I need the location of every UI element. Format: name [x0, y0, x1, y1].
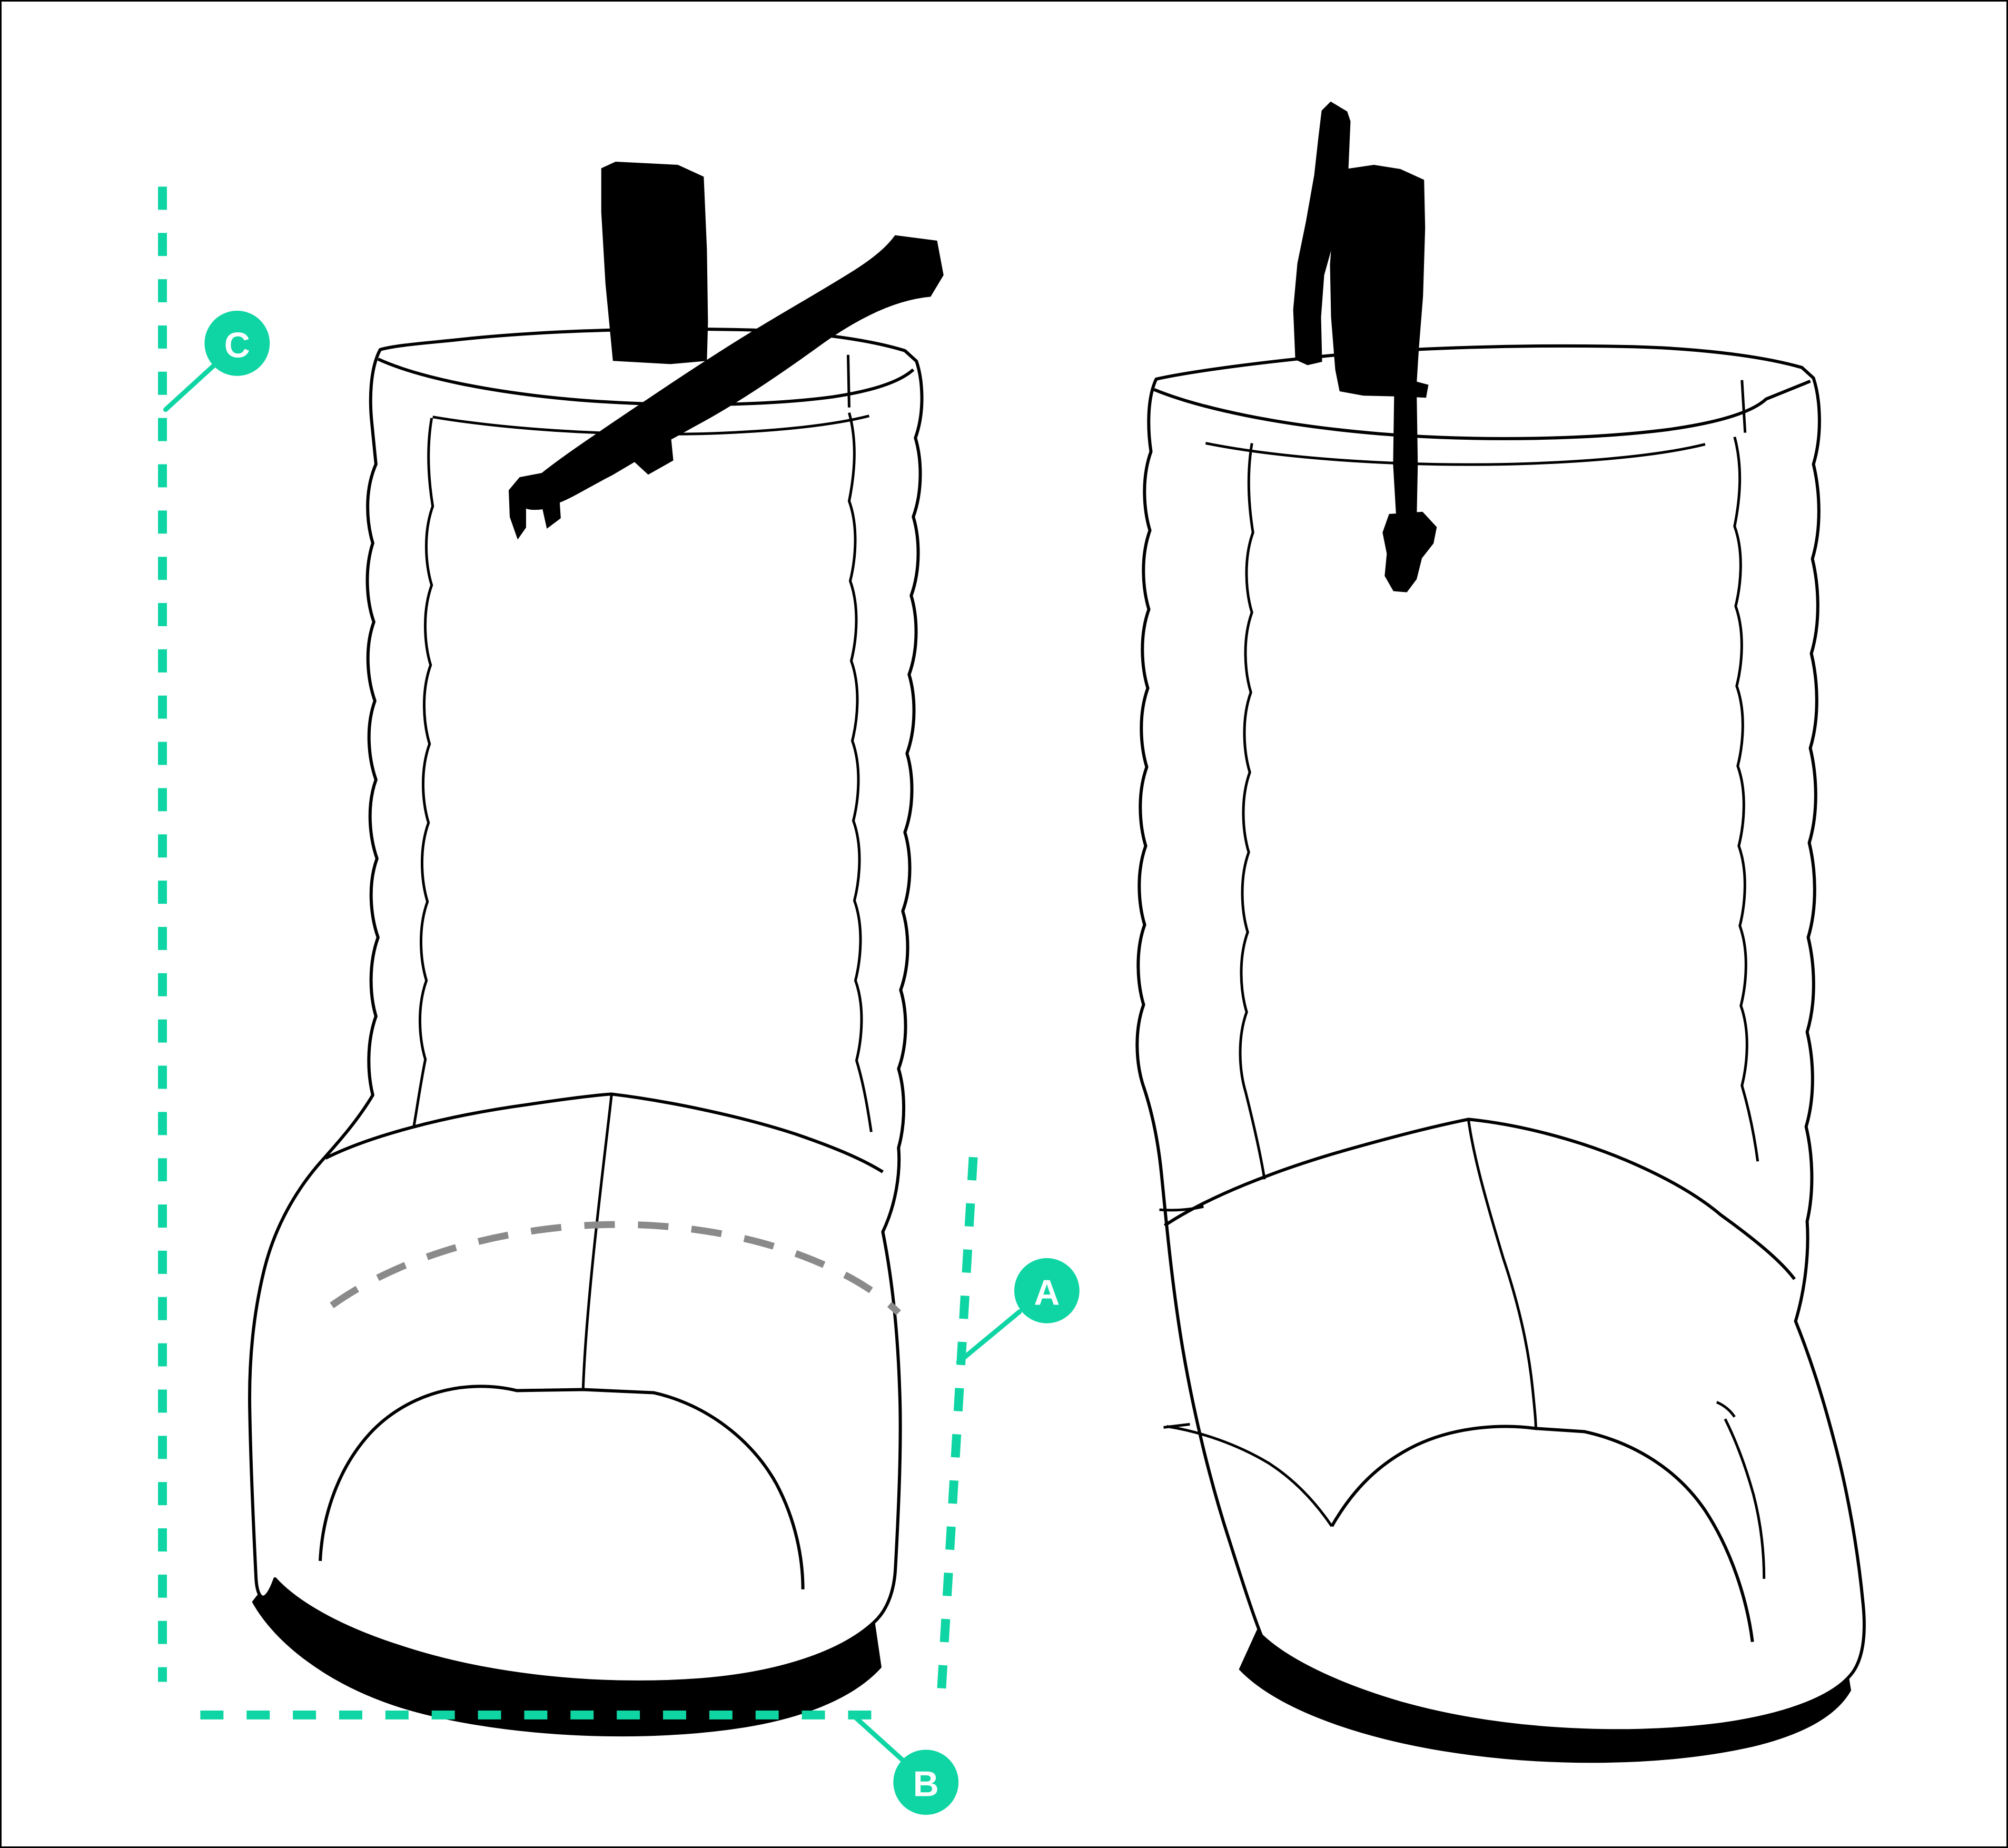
- right-toe-cap-panel: [1330, 1425, 1754, 1643]
- left-bootie: [248, 161, 944, 1737]
- left-cuff-notch: [846, 354, 850, 408]
- callout-c-badge[interactable]: [204, 310, 270, 376]
- right-collar-webbing: [1330, 164, 1429, 398]
- left-shaft-baffle-seam-right: [847, 412, 873, 1132]
- callout-a-badge[interactable]: [1014, 1258, 1080, 1323]
- callout-a[interactable]: A: [936, 1157, 1080, 1704]
- callout-c-leader-line: [163, 363, 216, 412]
- left-pull-tab: [601, 161, 708, 364]
- left-cuff-inner-edge: [432, 414, 870, 436]
- right-cuff-opening: [1153, 379, 1811, 440]
- right-center-vamp-seam: [1467, 1120, 1537, 1429]
- right-cuff-notch: [1740, 380, 1747, 433]
- right-quarter-panel-seam: [1166, 1425, 1333, 1527]
- left-shaft-baffle-seam-left: [412, 418, 434, 1127]
- callout-a-leader-line: [956, 1309, 1022, 1365]
- right-bootie-outline: [1135, 344, 1866, 1733]
- right-shaft-baffle-seam-left: [1239, 443, 1266, 1180]
- left-bootie-outline: [248, 327, 924, 1684]
- right-heel-seam: [1163, 1422, 1190, 1429]
- callout-b-badge[interactable]: [893, 1750, 959, 1815]
- right-cuff-inner-edge: [1205, 442, 1706, 466]
- callout-c-label: C: [224, 325, 250, 365]
- right-bootie: [1135, 101, 1866, 1763]
- left-hidden-seam-dashed: [330, 1221, 901, 1316]
- left-center-vamp-seam: [581, 1095, 613, 1390]
- right-vamp-seam: [1163, 1118, 1796, 1280]
- callout-b-label: B: [913, 1765, 939, 1804]
- left-toe-cap-panel: [319, 1385, 805, 1589]
- callout-a-label: A: [1034, 1273, 1060, 1312]
- right-toe-wrap-seam: [1716, 1401, 1736, 1418]
- callout-b-leader-line: [852, 1714, 905, 1763]
- left-vamp-seam: [324, 1092, 884, 1173]
- right-shaft-baffle-seam-right: [1733, 436, 1759, 1162]
- right-drawcord: [1393, 394, 1418, 519]
- callout-b[interactable]: B: [200, 1710, 959, 1815]
- left-closure-strap: [508, 235, 944, 540]
- right-cord-toggle: [1382, 511, 1437, 592]
- right-side-panel-seam-upper: [1159, 1205, 1204, 1212]
- right-pull-tab: [1293, 101, 1351, 365]
- callout-a-guide-line: [936, 1157, 978, 1704]
- left-sole-band: [252, 1572, 882, 1737]
- callout-c[interactable]: C: [158, 186, 270, 1682]
- right-outer-side-seam: [1724, 1418, 1766, 1579]
